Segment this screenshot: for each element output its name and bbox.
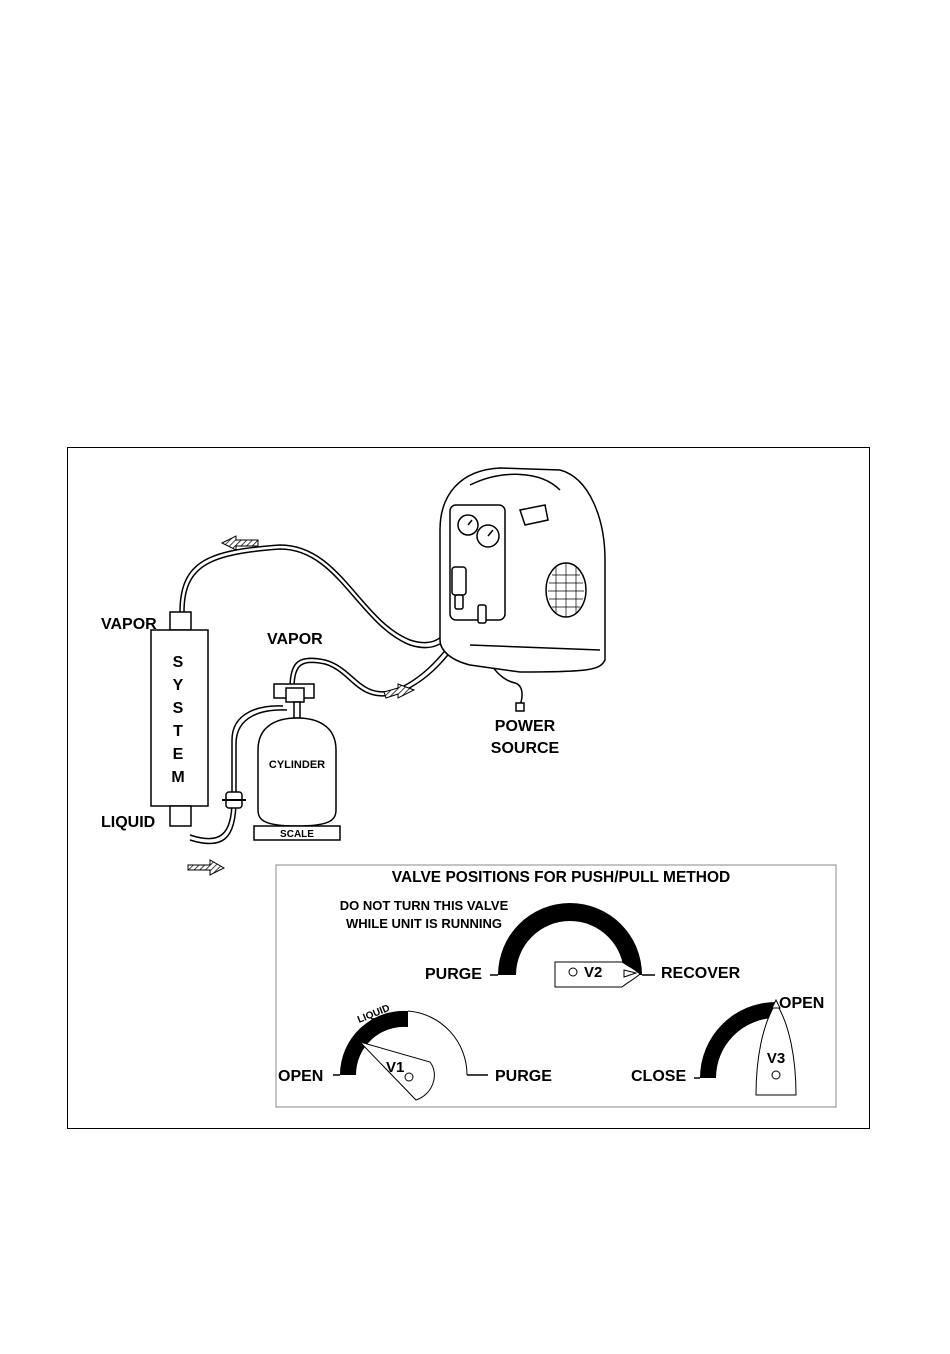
hose-system-vapor: [180, 545, 455, 643]
v1-purge-label: PURGE: [495, 1068, 552, 1085]
valve-panel-title: VALVE POSITIONS FOR PUSH/PULL METHOD: [392, 869, 730, 886]
warning-line1: DO NOT TURN THIS VALVE: [340, 898, 509, 913]
system-letter: S: [173, 700, 184, 717]
valve-panel: VALVE POSITIONS FOR PUSH/PULL METHOD DO …: [276, 865, 836, 1107]
power-label-line1: POWER: [495, 718, 556, 735]
warning-line2: WHILE UNIT IS RUNNING: [346, 916, 502, 931]
v3-open-label: OPEN: [779, 995, 824, 1012]
power-label-line2: SOURCE: [491, 740, 560, 757]
system-letter: Y: [173, 677, 184, 694]
system-letter: E: [173, 746, 184, 763]
v1-name: V1: [386, 1059, 404, 1076]
recovery-unit: [440, 468, 605, 711]
v1-open-label: OPEN: [278, 1068, 323, 1085]
inline-valve-icon: [222, 792, 246, 808]
system-letter: M: [171, 769, 184, 786]
system-vapor-label: VAPOR: [101, 616, 157, 633]
v2-name: V2: [584, 964, 602, 981]
v2-purge-label: PURGE: [425, 966, 482, 983]
scale-label: SCALE: [280, 829, 314, 840]
arrow-right-icon: [188, 860, 224, 875]
system-letter: T: [173, 723, 183, 740]
cylinder-vapor-label: VAPOR: [267, 631, 323, 648]
arrow-right-icon: [384, 684, 414, 698]
system-letter: S: [173, 654, 184, 671]
cylinder-label: CYLINDER: [269, 759, 325, 771]
v2-recover-label: RECOVER: [661, 965, 741, 982]
v3-close-label: CLOSE: [631, 1068, 686, 1085]
v3-name: V3: [767, 1050, 785, 1067]
system-liquid-label: LIQUID: [101, 814, 155, 831]
